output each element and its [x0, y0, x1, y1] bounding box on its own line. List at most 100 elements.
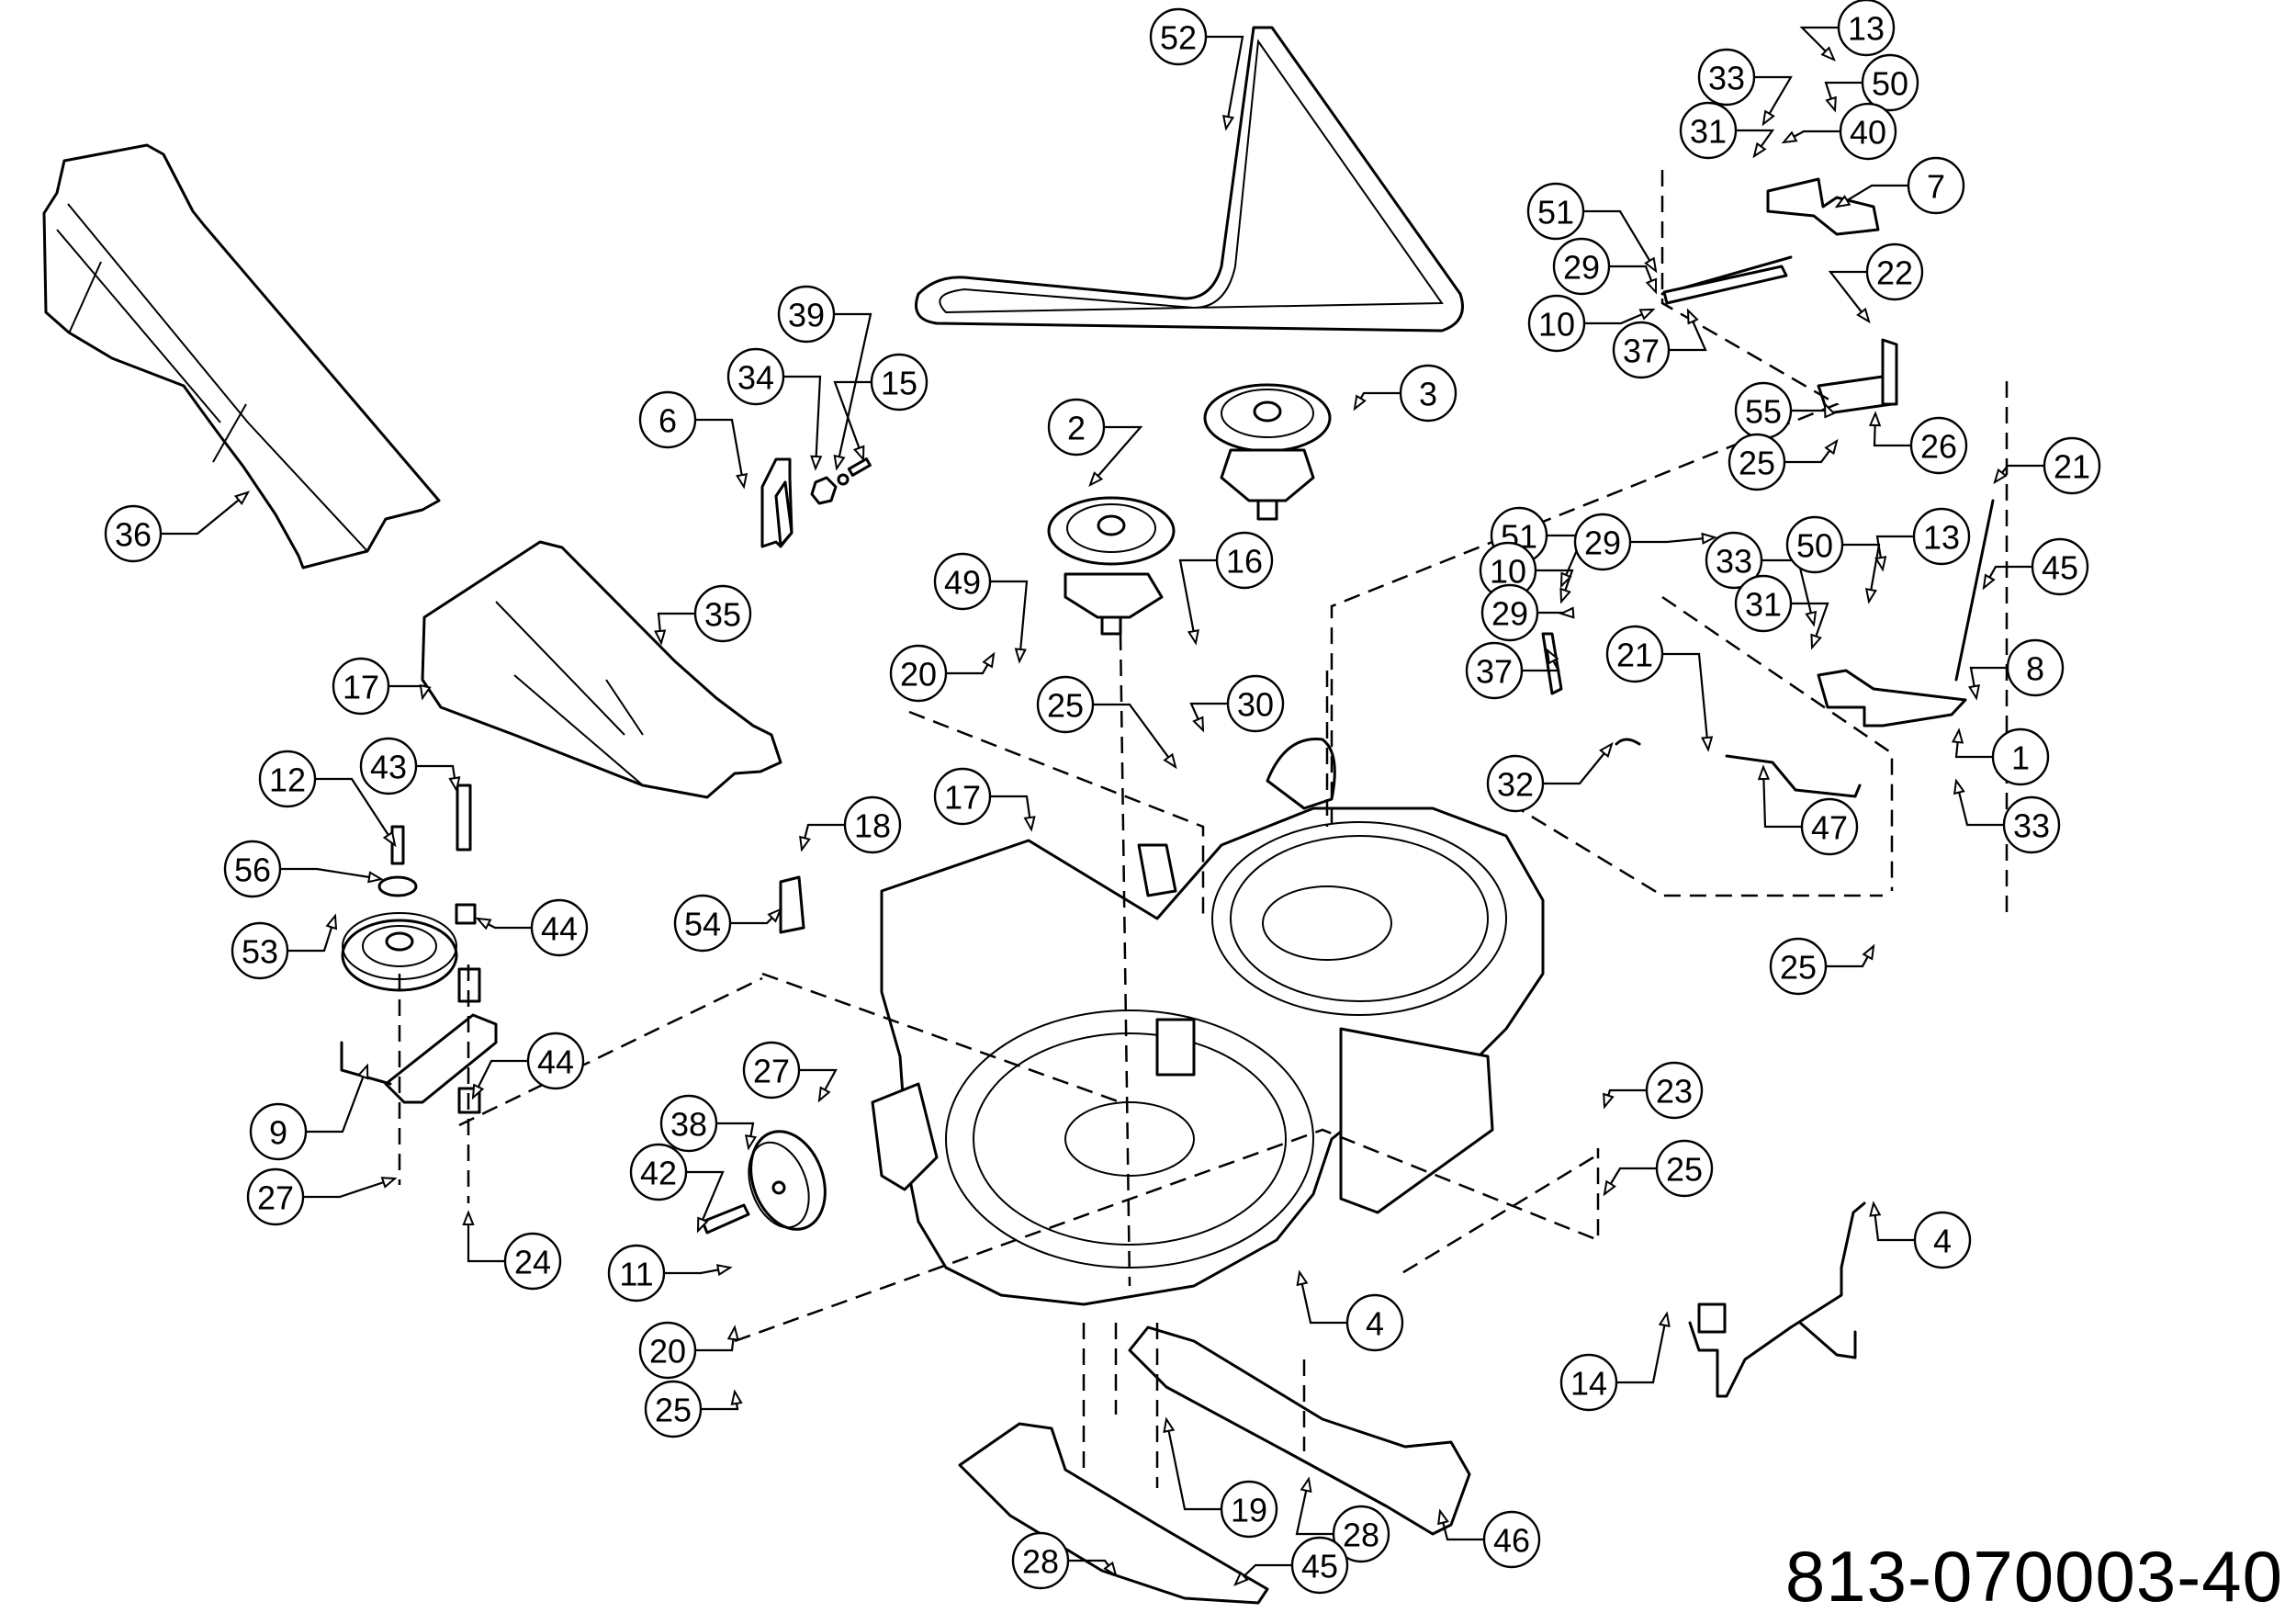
callout-leader-line [1784, 440, 1838, 464]
callout-number: 17 [944, 779, 981, 817]
callout-number: 25 [655, 1392, 692, 1429]
callout-leader-line [783, 375, 822, 469]
callout-number: 32 [1497, 766, 1534, 804]
callout-arrowhead-icon [1546, 648, 1559, 665]
callout-circle [693, 584, 752, 643]
callout-leader-line [1089, 425, 1143, 486]
part-callout-37: 37 [1465, 641, 1560, 700]
callout-number: 29 [1491, 595, 1528, 633]
part-callout-12: 12 [258, 750, 397, 848]
callout-circle [1769, 937, 1828, 996]
callout-leader-line [1206, 35, 1244, 130]
callout-leader-line [657, 612, 695, 644]
callout-circle [889, 644, 948, 703]
callout-arrowhead-icon [1088, 471, 1104, 488]
part-callout-18: 18 [799, 795, 902, 854]
callout-number: 38 [670, 1106, 707, 1144]
part-callout-25: 25 [644, 1380, 743, 1438]
callout-number: 56 [234, 851, 271, 889]
callout-number: 30 [1237, 686, 1274, 724]
callout-number: 31 [1745, 586, 1782, 624]
callout-circle [1837, 0, 1896, 57]
part-callout-2: 2 [1047, 398, 1143, 488]
callout-number: 27 [257, 1179, 294, 1217]
callout-leader-line [1954, 729, 1993, 759]
blade-right-part [1128, 1325, 1471, 1536]
callout-number: 37 [1623, 333, 1660, 370]
callout-arrowhead-icon [1686, 308, 1699, 325]
callout-arrowhead-icon [1982, 573, 1996, 591]
part-callout-27: 27 [246, 1167, 398, 1226]
callout-number: 25 [1047, 687, 1084, 725]
callout-arrowhead-icon [1761, 109, 1775, 127]
part-callout-38: 38 [659, 1094, 758, 1153]
callout-arrowhead-icon [1856, 307, 1871, 324]
part-callout-9: 9 [249, 1063, 369, 1161]
callout-number: 7 [1927, 168, 1945, 206]
callout-arrowhead-icon [1559, 587, 1571, 604]
callout-number: 46 [1493, 1522, 1530, 1560]
callout-arrowhead-icon [1701, 736, 1714, 752]
callout-number: 25 [1666, 1151, 1703, 1189]
callout-leader-line [1872, 1202, 1915, 1242]
callout-number: 13 [1848, 10, 1885, 48]
callout-leader-line [1791, 403, 1829, 412]
callout-circle [1865, 242, 1924, 301]
callout-circle [1734, 574, 1793, 633]
callout-leader-line [161, 491, 249, 536]
callout-leader-line [287, 915, 337, 953]
callout-leader-line [800, 823, 845, 851]
callout-number: 52 [1160, 19, 1197, 57]
callout-number: 55 [1745, 393, 1782, 431]
callout-arrowhead-icon [1953, 778, 1965, 795]
callout-number: 19 [1231, 1492, 1267, 1529]
callout-circle [933, 767, 992, 826]
part-callout-19: 19 [1163, 1416, 1278, 1539]
callout-arrowhead-icon [1599, 741, 1614, 759]
callout-number: 4 [1366, 1305, 1384, 1343]
callout-number: 24 [514, 1244, 551, 1281]
callout-leader-line [1761, 766, 1802, 829]
callout-number: 44 [537, 1043, 574, 1081]
part-callout-52: 52 [1149, 7, 1244, 131]
callout-circle [246, 1167, 305, 1226]
callout-arrowhead-icon [716, 1264, 733, 1277]
callout-arrowhead-icon [1296, 1269, 1309, 1287]
callout-number: 3 [1419, 376, 1437, 413]
callout-circle [1220, 1480, 1278, 1539]
callout-leader-line [834, 312, 872, 469]
callout-number: 49 [944, 564, 981, 602]
callout-number: 21 [2054, 448, 2090, 486]
callout-leader-line [1836, 184, 1908, 208]
callout-arrowhead-icon [1437, 1508, 1449, 1526]
callout-number: 14 [1570, 1365, 1607, 1403]
callout-number: 18 [854, 807, 891, 845]
callout-arrowhead-icon [1967, 684, 1981, 701]
callout-circle [1697, 48, 1756, 107]
idler-pulley-part [341, 825, 458, 992]
callout-arrowhead-icon [1810, 633, 1822, 650]
callout-circle [1907, 156, 1965, 215]
callout-arrowhead-icon [1701, 532, 1717, 545]
callout-circle [1465, 641, 1524, 700]
callout-circle [1011, 1531, 1070, 1590]
chute-bracket-part [760, 457, 872, 548]
part-callout-13: 13 [1874, 507, 1971, 572]
callout-number: 17 [343, 669, 379, 706]
callout-arrowhead-icon [1233, 1571, 1249, 1586]
callout-number: 22 [1876, 254, 1913, 292]
part-callout-11: 11 [607, 1244, 733, 1303]
callout-circle [607, 1244, 666, 1303]
callout-number: 40 [1850, 114, 1886, 152]
callout-circle [1215, 531, 1274, 590]
callout-circle [1645, 1061, 1704, 1120]
callout-circle [1526, 182, 1585, 241]
part-callout-50: 50 [1785, 515, 1881, 604]
callout-arrowhead-icon [1353, 394, 1367, 412]
callout-leader-line [472, 1059, 528, 1099]
callout-number: 13 [1923, 519, 1960, 557]
part-callout-31: 31 [1679, 101, 1775, 160]
side-chute-part [42, 143, 441, 570]
callout-number: 50 [1796, 527, 1833, 565]
